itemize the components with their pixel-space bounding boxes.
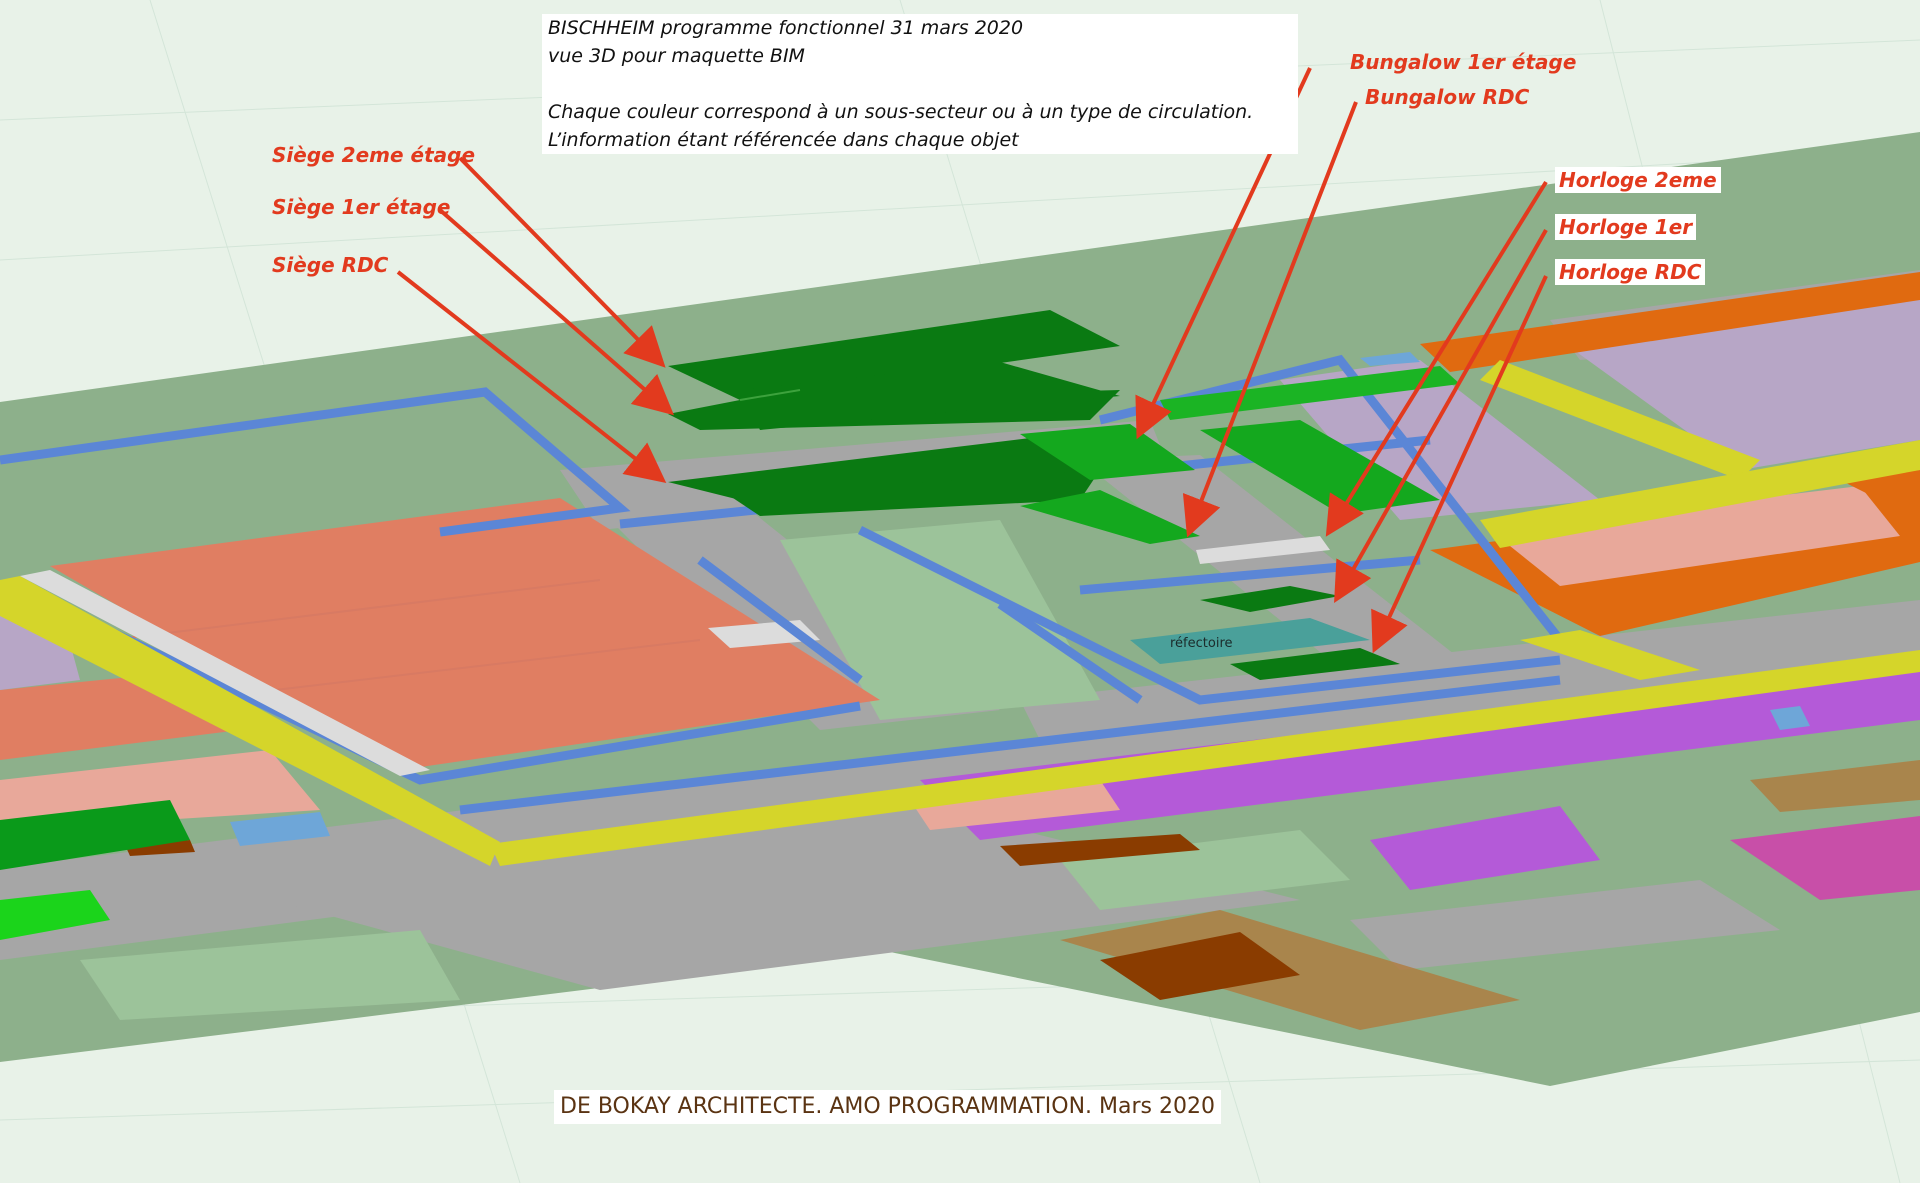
bungalow-blocks [1020,366,1460,564]
label-siege-rdc: Siège RDC [272,253,389,277]
label-siege-2eme-etage: Siège 2eme étage [272,143,476,167]
note-line-colors: Chaque couleur correspond à un sous-sect… [548,101,1254,123]
label-horloge-2eme: Horloge 2eme [1555,167,1721,193]
label-horloge-rdc: Horloge RDC [1555,259,1706,285]
yellow-circulation [0,360,1920,866]
label-bungalow-rdc: Bungalow RDC [1365,85,1530,109]
label-siege-1er-etage: Siège 1er étage [272,195,451,219]
siege-blocks [668,310,1120,516]
brown-parcels [125,760,1920,1030]
label-bungalow-1er-etage: Bungalow 1er étage [1350,50,1577,74]
orange-sector [910,272,1920,830]
label-horloge-1er: Horloge 1er [1555,214,1697,240]
horloge-blocks [1200,586,1400,680]
green-parcels [0,800,190,940]
lawns [80,520,1350,1020]
note-line-title: BISCHHEIM programme fonctionnel 31 mars … [548,17,1024,39]
blue-squares [230,352,1810,846]
footer-credit: DE BOKAY ARCHITECTE. AMO PROGRAMMATION. … [554,1090,1221,1124]
note-line-info: L’information étant référencée dans chaq… [548,129,1019,151]
annotation-arrows [396,67,1548,654]
description-note: BISCHHEIM programme fonctionnel 31 mars … [542,14,1298,154]
label-refectoire: réfectoire [1170,636,1233,651]
gray-strip [20,570,430,776]
note-line-subtitle: vue 3D pour maquette BIM [548,45,805,67]
note-line-blank [548,70,1292,98]
refectoire-block [1130,618,1370,664]
